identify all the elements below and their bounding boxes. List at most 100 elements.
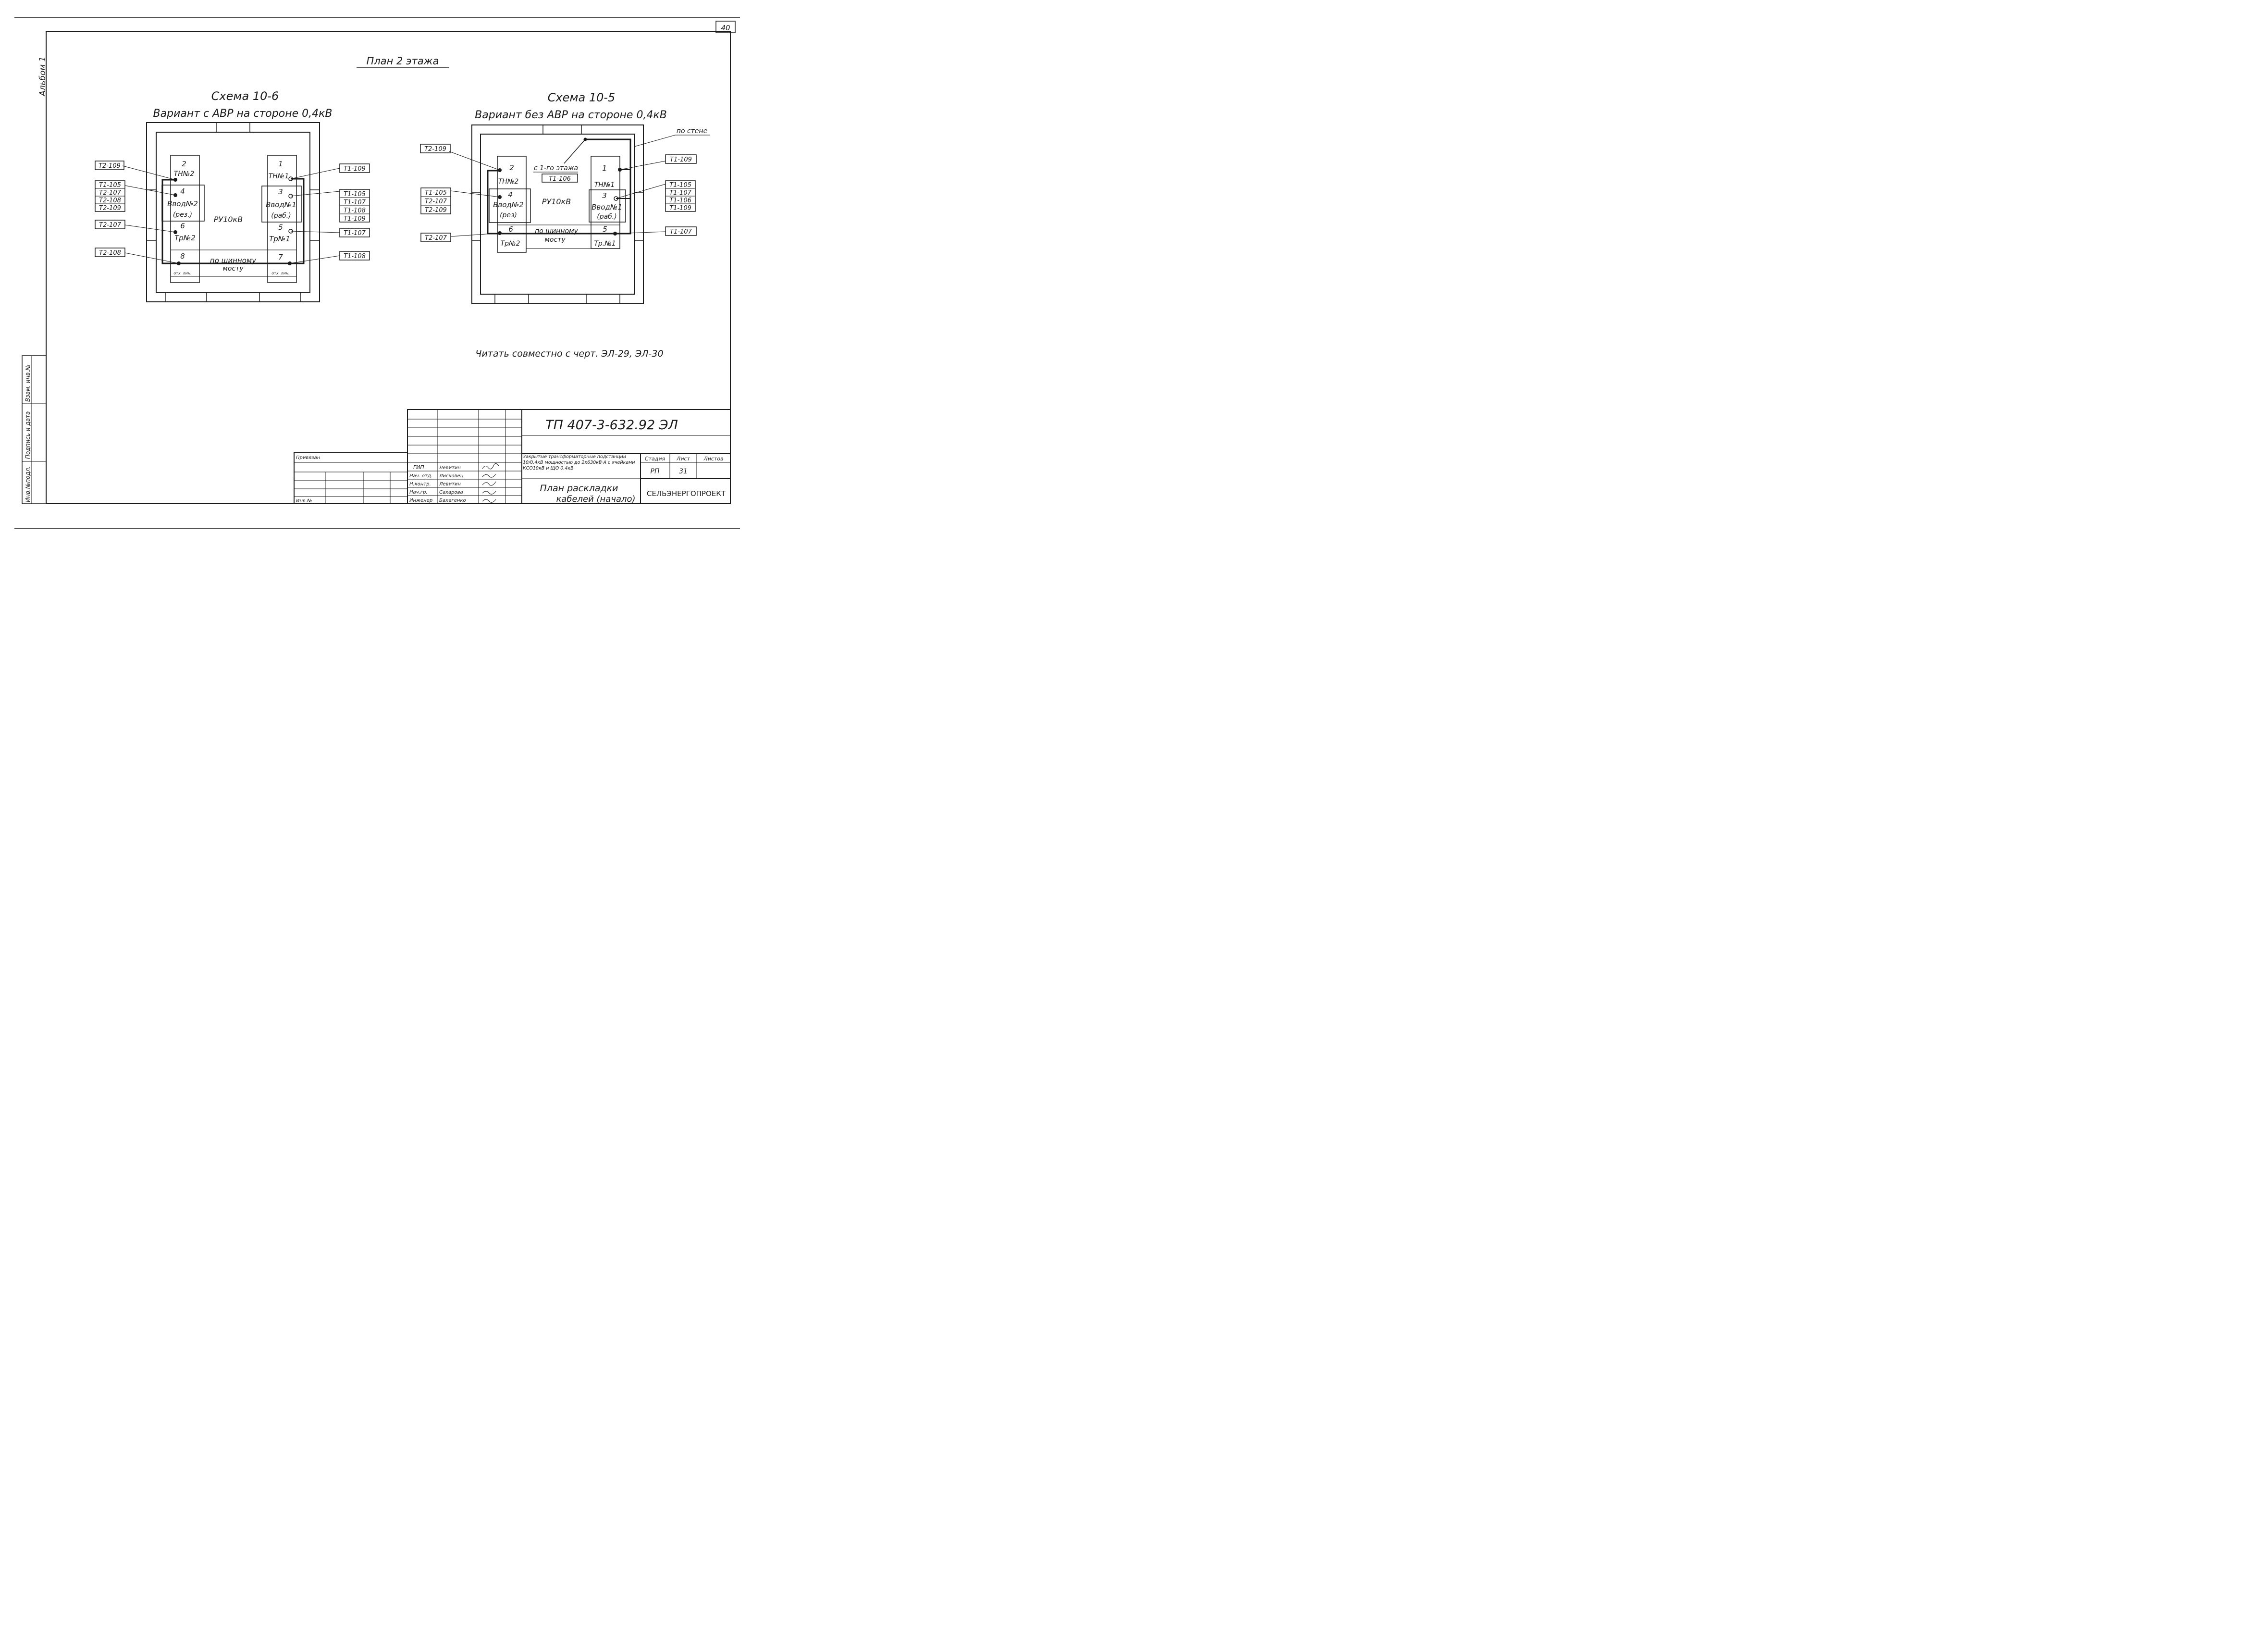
right-wall-route [585, 138, 631, 235]
left-cell-5-num: 5 [278, 223, 283, 232]
right-cell-6-name: Тр№2 [501, 240, 520, 248]
left-cell-4-name: Ввод№2 [167, 199, 198, 208]
role-name: Левитин [439, 465, 461, 471]
left-room-inner-wall [156, 132, 310, 293]
right-scheme-subtitle: Вариант без АВР на стороне 0,4кВ [475, 109, 667, 121]
tag-label: Т1-105 [425, 189, 447, 197]
tag-label: Т1-107 [669, 189, 691, 197]
left-cell-5-name: Тр№1 [269, 235, 290, 243]
right-cell-4-name: Ввод№2 [493, 200, 524, 209]
album-label: Альбом 1 [38, 57, 48, 97]
right-room-outer-wall [471, 124, 644, 304]
tag-label: Т1-109 [344, 165, 366, 173]
left-cell-3-note: (раб.) [271, 212, 291, 220]
left-tags-right: Т1-109 Т1-105 Т1-107 Т1-108 Т1-109 Т1-10… [339, 163, 370, 261]
sheet-number: 40 [721, 24, 730, 32]
sheet-title-line1: План раскладки [540, 483, 618, 494]
left-scheme-subtitle: Вариант с АВР на стороне 0,4кВ [153, 108, 333, 120]
right-cell-2-name: ТН№2 [498, 178, 519, 186]
right-cell-1-num: 1 [602, 164, 607, 173]
tag-label: Т2-107 [99, 189, 121, 197]
drawing-sheet: 40 Альбом 1 Инв.№подл. Подпись и дата Вз… [14, 17, 740, 529]
left-cells-column-b [267, 155, 297, 283]
inv-label: Инв.№ [296, 498, 312, 504]
wall-label: по стене [677, 127, 707, 135]
sheets-header: Листов [703, 456, 723, 462]
tag-label: Т1-105 [99, 182, 121, 189]
tag-label: Т2-107 [425, 235, 447, 242]
right-busbar-route [487, 170, 615, 235]
side-stamp-inv-original: Инв.№подл. [25, 466, 31, 502]
bound-label: Привязан [296, 455, 320, 460]
right-busbar-label-2: мосту [544, 236, 566, 244]
tag-label: Т2-107 [425, 198, 447, 205]
right-cell-3-num: 3 [602, 191, 607, 200]
right-cell-2-num: 2 [509, 163, 514, 172]
role-label: Инженер [409, 498, 432, 503]
role-name: Лисковец [439, 473, 464, 479]
role-label: Н.контр. [409, 482, 431, 487]
left-cell-8-num: 8 [180, 252, 185, 261]
tag-label: Т1-105 [344, 191, 366, 198]
left-scheme-title: Схема 10-6 [211, 89, 279, 103]
left-cell-2-num: 2 [182, 160, 186, 168]
left-cell-4-note: (рез.) [173, 211, 192, 219]
right-room-inner-wall [480, 134, 635, 295]
right-cell-6-num: 6 [508, 225, 513, 234]
left-room-outer-wall [146, 122, 320, 302]
stage-header: Стадия [645, 456, 666, 462]
sheet-title-line2: кабелей (начало) [556, 494, 635, 504]
left-cell-3-name: Ввод№1 [266, 200, 296, 209]
doc-code: ТП 407-3-632.92 ЭЛ [545, 418, 678, 433]
tag-label: Т1-109 [670, 156, 692, 163]
left-tags-left: Т2-109 Т1-105 Т2-107 Т2-108 Т2-109 Т2-10… [95, 161, 125, 257]
right-cell-3-name: Ввод№1 [592, 203, 622, 211]
left-cell-1-num: 1 [278, 160, 283, 168]
organization: СЕЛЬЭНЕРГОПРОЕКТ [647, 489, 726, 498]
title-block: Привязан Инв.№ ГИП Левитин Нач. отд. Лис… [294, 409, 731, 504]
left-cell-7-name: отх. лин. [271, 271, 289, 275]
right-cells-column-b [591, 156, 620, 249]
floor1-tag-box [542, 174, 578, 183]
left-cells-column-a [170, 155, 200, 283]
tag-label: Т1-106 [669, 197, 691, 204]
floor1-label: с 1-го этажа [534, 164, 578, 172]
tag-label: Т1-107 [670, 228, 692, 236]
tag-label: Т2-108 [99, 249, 121, 257]
right-tags-right: Т1-109 Т1-105 Т1-107 Т1-106 Т1-109 Т1-10… [665, 154, 697, 236]
tag-label: Т2-109 [425, 207, 447, 214]
sheet-number-box [715, 21, 736, 33]
right-cell-3-box [589, 189, 626, 223]
left-cell-2-name: ТН№2 [174, 170, 195, 178]
side-stamp-signature-date: Подпись и дата [25, 411, 31, 459]
left-cell-7-num: 7 [278, 253, 283, 261]
tag-label: Т2-109 [99, 162, 121, 170]
tag-label: Т1-108 [344, 207, 366, 214]
right-cells-column-a [497, 156, 527, 253]
left-cell-3-num: 3 [278, 187, 283, 196]
drawing-frame [46, 31, 731, 504]
left-cell-3-box [261, 186, 302, 223]
left-cable-route-a [161, 179, 179, 264]
tag-label: Т1-109 [669, 205, 691, 212]
left-cell-6-name: Тр№2 [174, 234, 196, 242]
floor1-tag: Т1-106 [549, 175, 571, 183]
right-cell-4-num: 4 [508, 190, 513, 199]
tag-label: Т1-107 [344, 230, 366, 237]
right-cell-3-note: (раб.) [597, 213, 616, 221]
left-cell-4-num: 4 [180, 187, 185, 196]
right-cell-1-name: ТН№1 [594, 181, 615, 189]
description-box: Закрытые трансформаторные подстанции 10/… [523, 454, 635, 471]
left-cell-6-num: 6 [180, 222, 185, 230]
left-room-label: РУ10кВ [214, 215, 243, 224]
side-stamp: Инв.№подл. Подпись и дата Взам. инв.№ [22, 355, 47, 504]
tag-label: Т2-109 [424, 146, 446, 153]
right-scheme: Схема 10-5 Вариант без АВР на стороне 0,… [420, 91, 710, 304]
role-name: Балагенко [439, 498, 466, 503]
right-cell-4-box [489, 188, 531, 223]
right-room-label: РУ10кВ [542, 197, 571, 206]
tag-label: Т1-107 [344, 199, 366, 206]
tag-label: Т1-108 [344, 253, 366, 260]
right-cell-5-name: Тр.№1 [594, 240, 616, 248]
right-cell-5-num: 5 [603, 225, 607, 234]
